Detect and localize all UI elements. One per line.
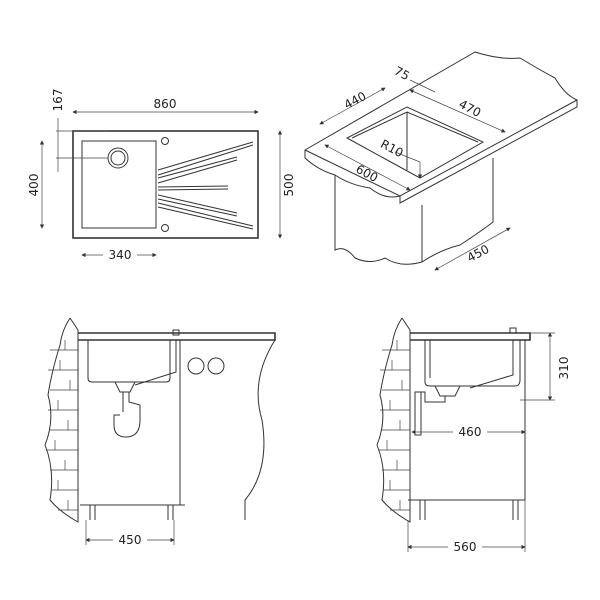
- dim-front-cabinet-width: 450: [119, 533, 142, 547]
- dim-drain-offset: 167: [51, 89, 65, 112]
- dim-length: 860: [154, 97, 177, 111]
- dim-bowl-height: 310: [557, 357, 571, 380]
- dim-depth: 500: [282, 174, 296, 197]
- dim-edge: 75: [392, 64, 412, 84]
- front-view: 450: [44, 317, 276, 547]
- dim-bowl-depth: 400: [27, 174, 41, 197]
- dim-cabinet-width: 450: [465, 242, 492, 265]
- tap-hole-icon: [161, 224, 169, 232]
- cutout-view: 440 470 75 R10 600 450: [304, 51, 578, 271]
- dim-cabinet-depth: 560: [454, 540, 477, 554]
- sink-outline: [72, 130, 259, 239]
- dim-bowl-width: 340: [109, 248, 132, 262]
- plan-view: 860 500 400 167 340: [27, 89, 296, 262]
- dim-drain-depth: 460: [459, 425, 482, 439]
- bowl-outline: [81, 140, 157, 229]
- dim-cutout-width: 440: [342, 89, 369, 112]
- drainer-grooves: [157, 141, 254, 230]
- hole-icon: [187, 357, 205, 375]
- side-view: 310 460 560: [376, 317, 571, 554]
- tap-hole-icon: [161, 137, 169, 145]
- hole-icon: [207, 357, 225, 375]
